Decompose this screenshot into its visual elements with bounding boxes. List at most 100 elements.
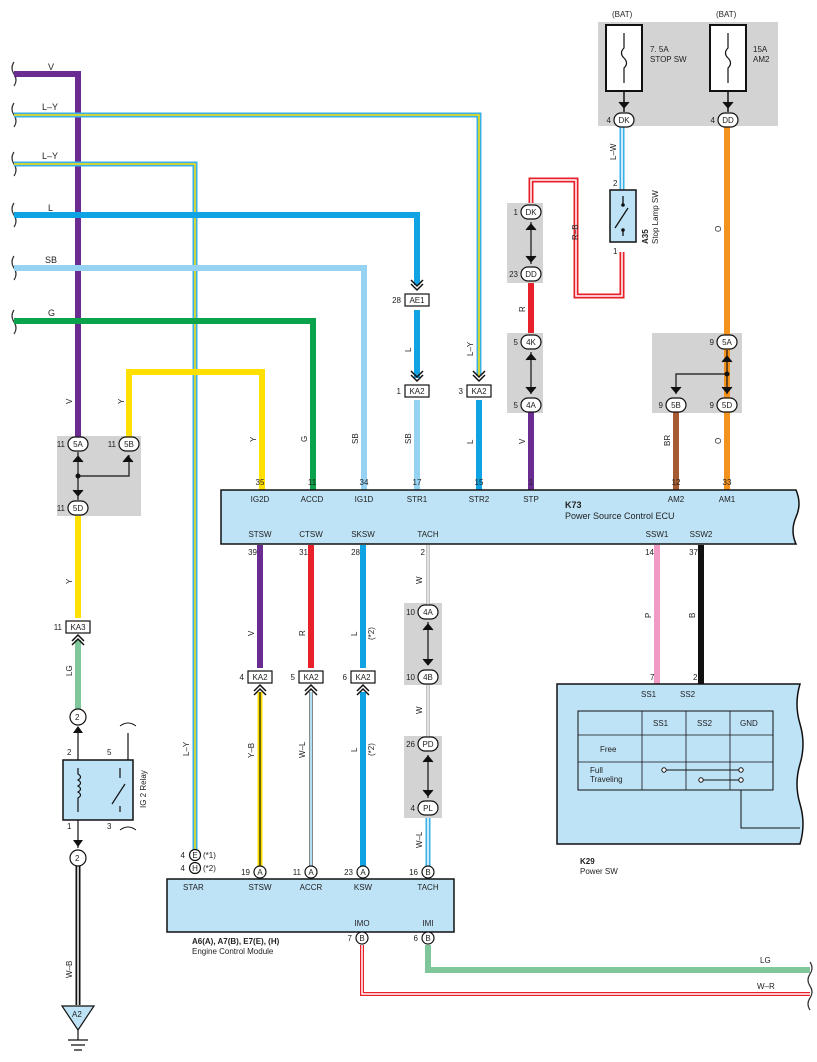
svg-text:TACH: TACH	[417, 883, 438, 892]
junction-conn-label: 5A	[722, 338, 732, 347]
stop-lamp-code: A35	[641, 229, 650, 244]
svg-text:6: 6	[343, 673, 348, 682]
k73-top-pin-label: ACCD	[301, 495, 324, 504]
wire-label-ly3: L–Y	[182, 741, 191, 756]
k29-gnd-line	[740, 790, 800, 829]
wire-lg-imi	[425, 945, 810, 973]
wire-label-y1: Y	[117, 398, 126, 404]
svg-text:AE1: AE1	[409, 296, 425, 305]
wire-label-g: G	[48, 308, 55, 318]
svg-text:KSW: KSW	[354, 883, 373, 892]
wire-label-l: L	[48, 203, 53, 213]
svg-text:ACCR: ACCR	[300, 883, 323, 892]
svg-text:4: 4	[181, 864, 186, 873]
arrow-icon	[525, 353, 537, 361]
k73-top-pin-number: 1	[529, 478, 534, 487]
ecm-star-pin: H4(*2)	[181, 861, 216, 875]
svg-text:7: 7	[348, 934, 353, 943]
k73-top-pin-label: AM2	[668, 495, 685, 504]
k73-bottom-pin-label: STSW	[248, 530, 272, 539]
k73-bottom-pin-label: SSW1	[646, 530, 669, 539]
k29-pin-7: 7	[650, 673, 655, 682]
k73-top-pin-label: STP	[523, 495, 539, 504]
double-chevron-icon	[410, 370, 424, 383]
k73-bottom-pin-label: SKSW	[351, 530, 375, 539]
k73-top-pin-number: 12	[672, 478, 681, 487]
ig2-relay-pin-tr: 5	[107, 748, 112, 757]
wire-y-ig2d	[126, 369, 265, 490]
svg-text:A: A	[308, 868, 314, 877]
k73-bottom-pin-number: 2	[421, 548, 426, 557]
k73-top-pin-label: AM1	[719, 495, 736, 504]
k73-top-pin-number: 11	[308, 478, 317, 487]
svg-text:5: 5	[291, 673, 296, 682]
junction-fuse_dd: DD4	[711, 112, 739, 128]
wire-label-sb1: SB	[351, 433, 360, 444]
ground-code: A2	[72, 1010, 82, 1019]
k73-name: Power Source Control ECU	[565, 511, 675, 521]
junction-pin-label: 1	[514, 208, 519, 217]
ig2-relay-body	[62, 759, 134, 821]
junction-jr_5d: 5D9	[710, 397, 738, 413]
inline-connector-ka2_stsw: KA2 4	[240, 670, 273, 696]
inline-connector-ae1: AE1 28	[392, 279, 430, 307]
k73-top-pin-label: IG1D	[355, 495, 374, 504]
fuse-stop-icon	[620, 33, 628, 83]
arrow-icon	[72, 489, 84, 497]
wire-label-l-y-1: L–Y	[42, 102, 58, 112]
svg-text:B: B	[359, 934, 364, 943]
svg-text:19: 19	[241, 868, 250, 877]
junction-j4a: 4A5	[514, 397, 542, 413]
ig2-relay-pin-tl: 2	[67, 748, 72, 757]
wire-label-wb: W–B	[65, 961, 74, 978]
junction-pin-label: 11	[57, 440, 66, 449]
wire-label-b1: B	[688, 613, 697, 618]
wire-label-v1: V	[65, 398, 74, 404]
k73-top-pin-number: 35	[256, 478, 265, 487]
svg-text:4: 4	[240, 673, 245, 682]
wire-label-yb: Y–B	[247, 743, 256, 758]
k73-top-pin-label: STR2	[469, 495, 490, 504]
ig2-relay-pin-br: 3	[107, 822, 112, 831]
stop-lamp-pin-bot: 1	[613, 247, 618, 256]
wire-label-lw: L–W	[609, 143, 618, 160]
wire-label-sb2: SB	[404, 433, 413, 444]
junction-pin-label: 9	[710, 338, 715, 347]
wire-label-y3: Y	[65, 578, 74, 584]
k73-top-pin-label: STR1	[407, 495, 428, 504]
svg-text:1: 1	[397, 387, 402, 396]
stop-lamp-name: Stop Lamp SW	[651, 190, 660, 244]
fuse-am2-name: AM2	[753, 55, 770, 64]
wire-label-l3: L	[350, 631, 359, 636]
k29-table-header-ss2: SS2	[697, 719, 713, 728]
k73-bottom-pin-label: TACH	[417, 530, 438, 539]
svg-text:KA2: KA2	[252, 673, 268, 682]
k73-bottom-pin-label: SSW2	[690, 530, 713, 539]
wire-label-y2: Y	[249, 436, 258, 442]
svg-text:STSW: STSW	[248, 883, 272, 892]
svg-text:E: E	[192, 851, 197, 860]
junction-conn-label: DK	[618, 116, 630, 125]
k73-ecu-body	[220, 489, 800, 545]
wire-label-l4: L	[350, 747, 359, 752]
double-chevron-icon	[356, 683, 370, 696]
arrow-icon	[670, 386, 682, 394]
k29-pin-ss2: SS2	[680, 690, 696, 699]
ig2-relay-conn-bot: 2	[75, 854, 80, 863]
ecm-codes: A6(A), A7(B), E7(E), (H)	[192, 937, 280, 946]
junction-conn-label: 4A	[526, 401, 536, 410]
wire-entries	[11, 61, 17, 335]
svg-text:28: 28	[392, 296, 401, 305]
ig2-relay-conn-top: 2	[75, 713, 80, 722]
junction-conn-label: 5A	[73, 440, 83, 449]
svg-text:(*2): (*2)	[203, 864, 216, 873]
svg-text:23: 23	[344, 868, 353, 877]
wire-label-v2: V	[518, 438, 527, 444]
